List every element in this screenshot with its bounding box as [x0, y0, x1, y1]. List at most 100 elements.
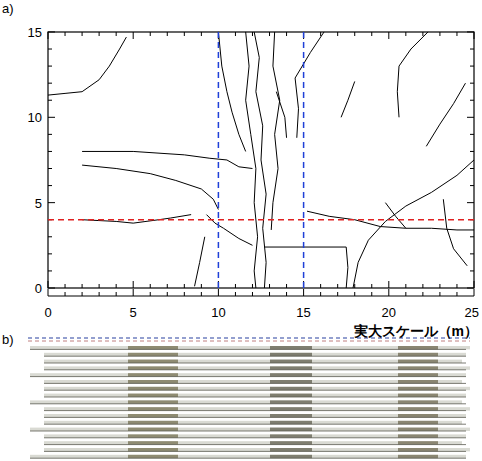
x-tick — [201, 32, 202, 36]
x-tick — [354, 32, 355, 36]
y-tick — [48, 270, 52, 271]
x-tick — [405, 32, 406, 36]
photo-strip — [30, 428, 470, 431]
photo-patch — [398, 421, 438, 424]
photo-strip — [30, 373, 466, 376]
photo-patch — [270, 414, 312, 417]
photo-patch — [398, 455, 438, 458]
strip-edge — [44, 410, 466, 411]
x-tick — [184, 32, 185, 36]
photo-patch — [270, 373, 312, 376]
photo-patch — [398, 441, 438, 444]
y-tick — [470, 134, 474, 135]
x-tick — [167, 32, 168, 36]
y-tick — [467, 288, 474, 289]
x-tick — [82, 284, 83, 288]
photo-patch — [398, 360, 438, 363]
strip-line — [28, 341, 470, 342]
photo-strip — [44, 414, 466, 417]
x-tick — [474, 281, 475, 288]
tick-label: 15 — [296, 306, 310, 319]
x-tick — [99, 32, 100, 36]
y-tick — [48, 151, 52, 152]
tick-label: 15 — [28, 26, 42, 39]
tick-label: 5 — [130, 306, 137, 319]
y-tick — [470, 100, 474, 101]
x-tick — [82, 32, 83, 36]
x-tick — [252, 284, 253, 288]
photo-patch — [398, 407, 438, 410]
photo-strip — [30, 455, 466, 458]
photo-strip — [44, 421, 462, 424]
x-tick — [269, 284, 270, 288]
x-tick — [150, 32, 151, 36]
scale-tick — [116, 292, 117, 296]
x-tick — [235, 32, 236, 36]
y-tick — [48, 66, 52, 67]
y-tick — [48, 117, 55, 118]
strip-edge — [44, 397, 466, 398]
strip-edge — [30, 403, 466, 404]
strip-edge — [44, 451, 466, 452]
photo-patch — [270, 400, 312, 403]
x-tick — [65, 284, 66, 288]
y-tick — [467, 117, 474, 118]
photo-patch — [128, 387, 178, 390]
x-tick — [286, 32, 287, 36]
x-tick — [371, 284, 372, 288]
photo-patch — [398, 394, 438, 397]
x-tick — [116, 284, 117, 288]
x-tick — [286, 284, 287, 288]
section-line — [218, 32, 220, 288]
photo-patch — [398, 434, 438, 437]
x-tick — [150, 284, 151, 288]
scale-tick — [201, 292, 202, 296]
photo-patch — [398, 448, 438, 451]
y-tick — [470, 185, 474, 186]
x-tick — [371, 32, 372, 36]
strip-edge — [44, 437, 466, 438]
photo-strip — [30, 346, 470, 349]
y-tick — [48, 288, 55, 289]
x-tick — [99, 284, 100, 288]
photo-patch — [128, 360, 178, 363]
y-tick — [48, 253, 52, 254]
crack-lines — [48, 32, 474, 288]
photo-strip — [44, 448, 470, 451]
axis-ticks — [48, 32, 474, 296]
tick-label: 10 — [211, 306, 225, 319]
strip-edge — [30, 431, 466, 432]
section-line — [303, 32, 305, 288]
photo-patch — [270, 353, 312, 356]
photo-patch — [398, 387, 438, 390]
strip-edge — [44, 444, 466, 445]
scale-tick — [354, 292, 355, 296]
y-tick — [48, 134, 52, 135]
photo-patch — [128, 380, 178, 383]
scale-tick — [252, 292, 253, 296]
photo-patch — [270, 428, 312, 431]
scale-tick — [99, 292, 100, 296]
y-tick — [470, 253, 474, 254]
x-tick — [337, 32, 338, 36]
x-tick — [48, 32, 49, 39]
x-tick — [474, 32, 475, 39]
y-tick — [48, 100, 52, 101]
photo-patch — [270, 387, 312, 390]
scale-tick — [167, 292, 168, 296]
photo-patch — [128, 434, 178, 437]
x-tick — [405, 284, 406, 288]
photo-patch — [128, 394, 178, 397]
scale-tick — [235, 292, 236, 296]
scale-tick — [48, 289, 49, 296]
y-tick — [470, 49, 474, 50]
scale-bar — [48, 296, 474, 297]
strip-edge — [44, 369, 466, 370]
x-tick — [201, 284, 202, 288]
scale-tick — [269, 292, 270, 296]
x-tick — [184, 284, 185, 288]
photo-patch — [128, 373, 178, 376]
photo-strip — [44, 366, 470, 369]
